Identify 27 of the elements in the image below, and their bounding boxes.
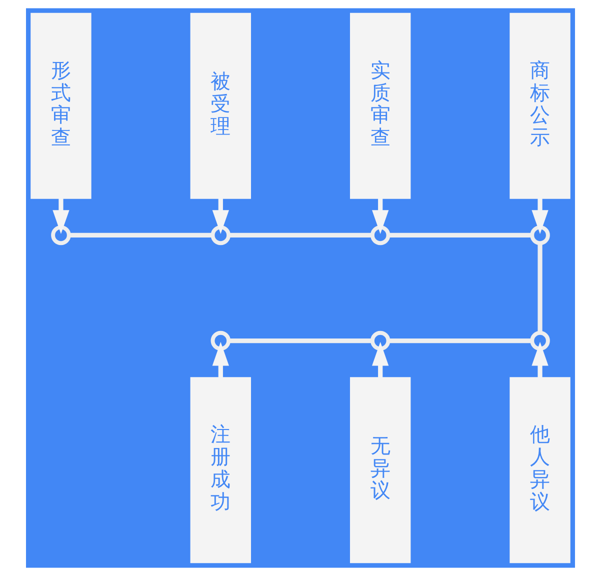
node-box: 商标公示 [510, 12, 570, 199]
node-circle [210, 330, 231, 351]
node-box: 无异议 [350, 377, 411, 564]
node-circle [530, 330, 550, 351]
node-circle [530, 225, 550, 246]
connector [228, 232, 372, 238]
node-circle [370, 330, 390, 351]
arrow [532, 198, 548, 234]
arrow [372, 198, 389, 234]
node-circle [51, 225, 71, 246]
node-box: 形式审查 [30, 12, 92, 199]
node-circle [210, 225, 231, 246]
arrow [212, 342, 229, 378]
arrow [372, 342, 389, 378]
node-box: 他人异议 [510, 377, 570, 564]
node-box: 注册成功 [190, 377, 251, 564]
connector [388, 232, 532, 238]
connector [228, 338, 372, 344]
node-circle [370, 225, 390, 246]
connector [538, 243, 542, 333]
connector [388, 338, 532, 344]
arrow [212, 198, 229, 234]
node-box: 被受理 [190, 12, 251, 199]
arrow [532, 342, 548, 378]
arrow [52, 198, 70, 234]
connector [69, 232, 212, 238]
node-box: 实质审查 [350, 12, 411, 199]
